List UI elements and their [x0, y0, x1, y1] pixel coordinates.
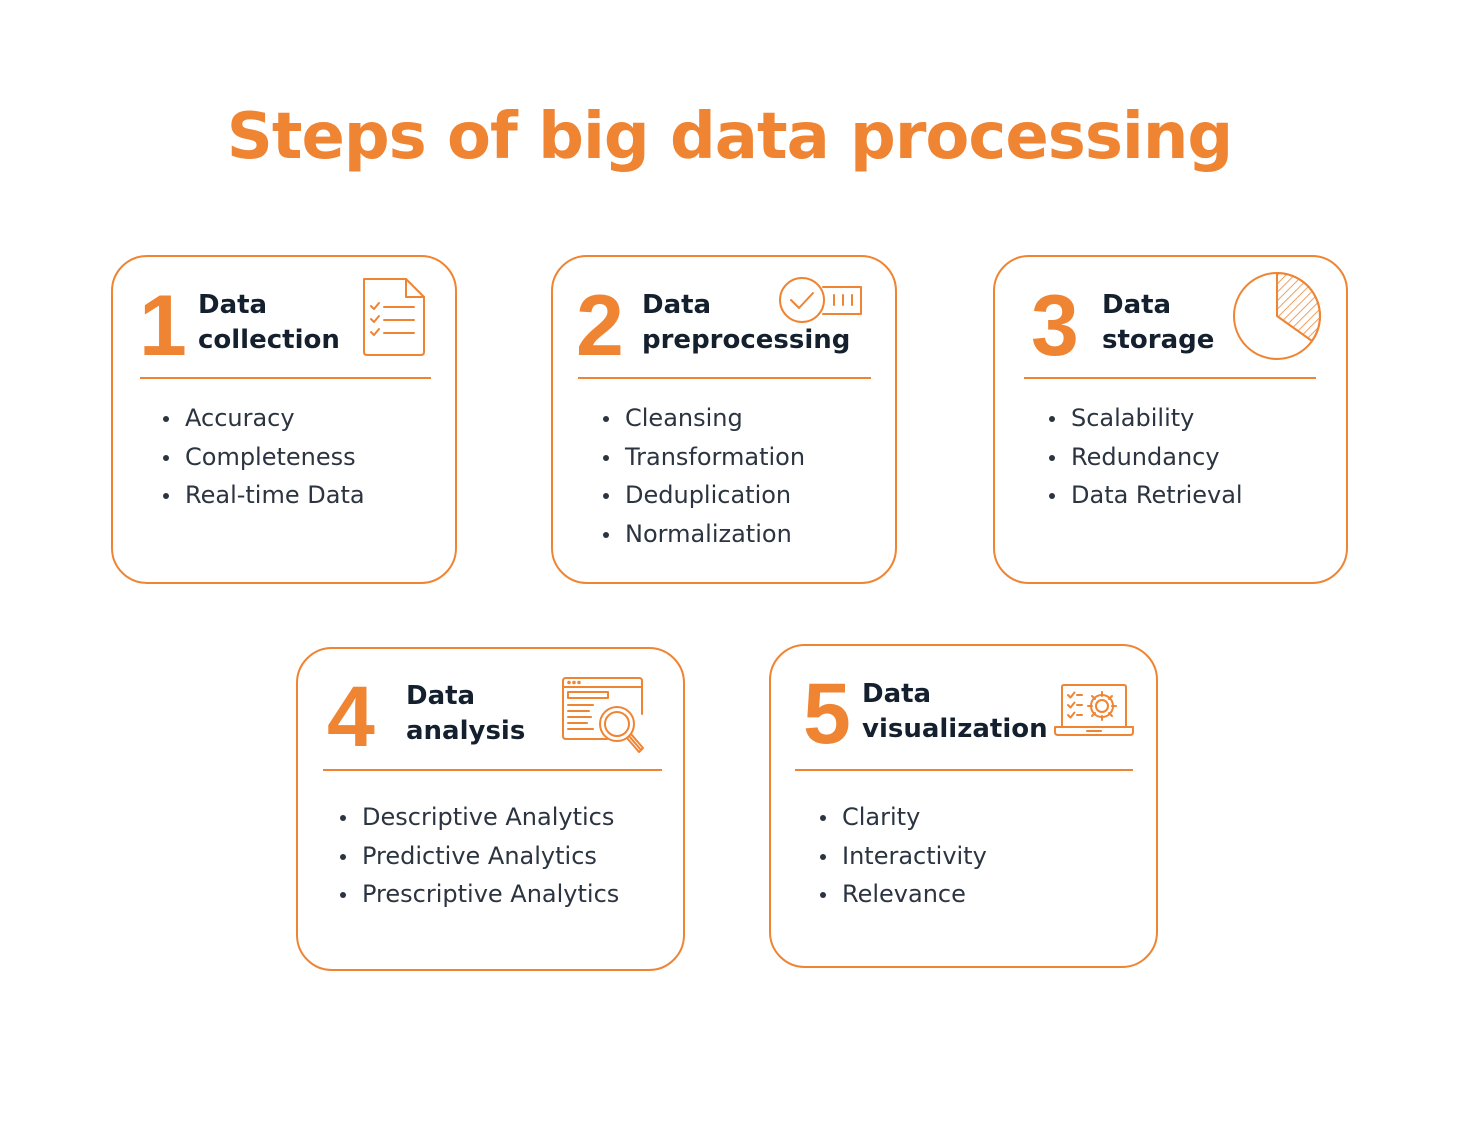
- step-items: Descriptive Analytics Predictive Analyti…: [340, 798, 619, 914]
- step-divider: [795, 769, 1133, 771]
- list-item: Clarity: [820, 798, 987, 837]
- step-heading: Data collection: [198, 288, 340, 358]
- step-heading-line2: collection: [198, 325, 340, 355]
- step-heading-line2: analysis: [406, 716, 526, 746]
- step-number: 2: [576, 278, 624, 374]
- laptop-gear-icon: [1054, 684, 1134, 736]
- step-items: Cleansing Transformation Deduplication N…: [603, 399, 805, 554]
- list-item: Relevance: [820, 875, 987, 914]
- list-item: Scalability: [1049, 399, 1243, 438]
- step-number: 4: [327, 669, 375, 765]
- list-item: Data Retrieval: [1049, 476, 1243, 515]
- list-item: Transformation: [603, 438, 805, 477]
- step-heading-line1: Data: [642, 290, 712, 320]
- step-heading-line1: Data: [1102, 290, 1172, 320]
- list-item: Completeness: [163, 438, 365, 477]
- step-number: 5: [803, 666, 851, 762]
- step-heading-line1: Data: [862, 679, 932, 709]
- step-divider: [578, 377, 871, 379]
- page-title: Steps of big data processing: [226, 100, 1233, 174]
- step-heading: Data preprocessing: [642, 288, 850, 358]
- step-heading: Data storage: [1102, 288, 1214, 358]
- step-items: Scalability Redundancy Data Retrieval: [1049, 399, 1243, 515]
- checklist-document-icon: [363, 278, 425, 356]
- step-number: 1: [139, 278, 187, 374]
- step-heading-line1: Data: [198, 290, 268, 320]
- step-heading-line2: preprocessing: [642, 325, 851, 355]
- list-item: Accuracy: [163, 399, 365, 438]
- list-item: Deduplication: [603, 476, 805, 515]
- list-item: Real-time Data: [163, 476, 365, 515]
- list-item: Cleansing: [603, 399, 805, 438]
- step-divider: [1024, 377, 1316, 379]
- list-item: Predictive Analytics: [340, 837, 619, 876]
- pie-chart-icon: [1233, 272, 1322, 360]
- step-heading-line2: storage: [1102, 325, 1215, 355]
- list-item: Normalization: [603, 515, 805, 554]
- step-items: Clarity Interactivity Relevance: [820, 798, 987, 914]
- list-item: Prescriptive Analytics: [340, 875, 619, 914]
- browser-magnifier-icon: [562, 677, 644, 753]
- step-heading-line2: visualization: [862, 714, 1048, 744]
- check-progress-icon: [779, 277, 862, 323]
- step-divider: [323, 769, 662, 771]
- step-heading-line1: Data: [406, 681, 476, 711]
- step-divider: [140, 377, 431, 379]
- step-card-data-analysis: [296, 647, 685, 971]
- list-item: Redundancy: [1049, 438, 1243, 477]
- step-heading: Data visualization: [862, 677, 1048, 747]
- step-items: Accuracy Completeness Real-time Data: [163, 399, 365, 515]
- list-item: Interactivity: [820, 837, 987, 876]
- step-number: 3: [1031, 278, 1079, 374]
- step-heading: Data analysis: [406, 679, 525, 749]
- list-item: Descriptive Analytics: [340, 798, 619, 837]
